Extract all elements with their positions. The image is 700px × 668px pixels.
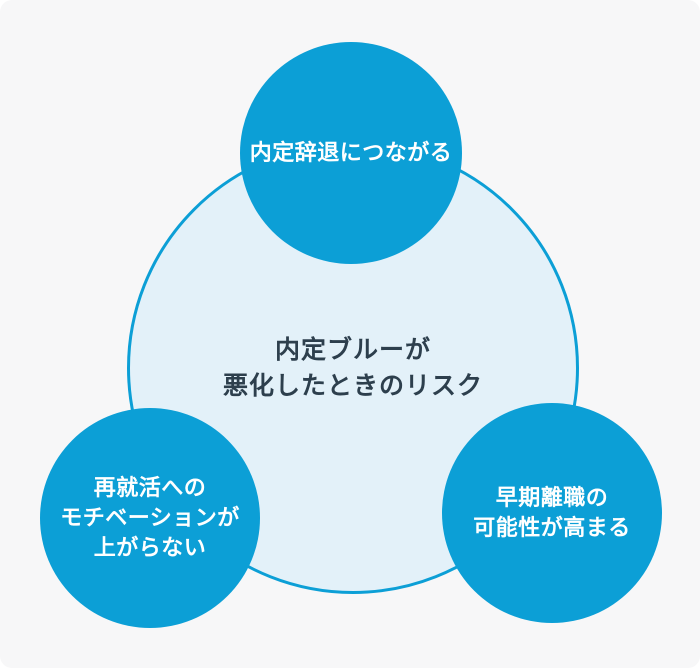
diagram-title-line-2: 悪化したときのリスク — [222, 372, 483, 400]
risk-circle-early-turnover: 早期離職の 可能性が高まる — [442, 403, 662, 623]
risk-label-line: 再就活への — [93, 475, 207, 501]
risk-circle-low-motivation: 再就活への モチベーションが 上がらない — [40, 408, 260, 628]
risk-label-early-turnover: 早期離職の 可能性が高まる — [473, 483, 631, 542]
risk-label-line: 早期離職の — [495, 485, 609, 511]
diagram-title-line-1: 内定ブルーが — [274, 335, 431, 364]
risk-circle-offer-decline: 内定辞退につながる — [240, 42, 462, 264]
risk-label-line: 内定辞退につながる — [249, 140, 453, 166]
risk-label-line: 上がらない — [93, 534, 207, 560]
risk-label-line: 可能性が高まる — [473, 515, 631, 540]
risk-label-line: モチベーションが — [60, 505, 240, 531]
risk-label-low-motivation: 再就活への モチベーションが 上がらない — [60, 473, 240, 562]
diagram-title: 内定ブルーが 悪化したときのリスク — [223, 332, 483, 405]
risk-label-offer-decline: 内定辞退につながる — [250, 138, 453, 168]
